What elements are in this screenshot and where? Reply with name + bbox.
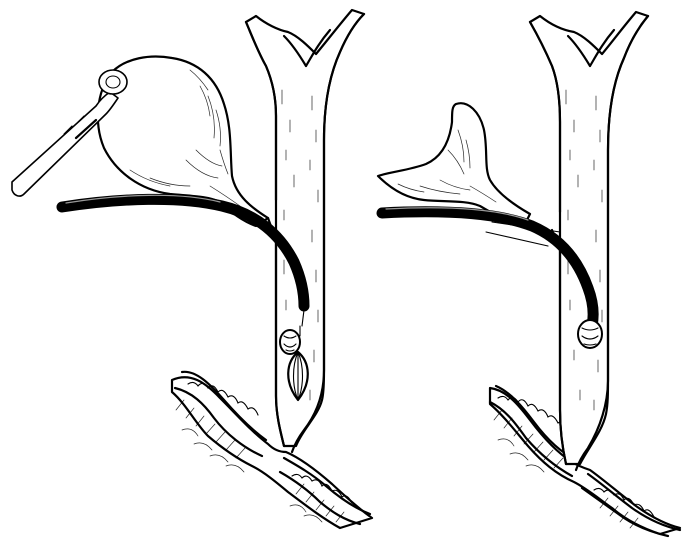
left-panel <box>12 10 372 528</box>
right-bile-duct-stone <box>578 320 602 348</box>
right-panel <box>378 12 680 536</box>
left-duodenal-wall <box>172 372 372 528</box>
left-bile-duct-stone <box>280 330 300 354</box>
left-balloon-catheter <box>62 195 304 336</box>
